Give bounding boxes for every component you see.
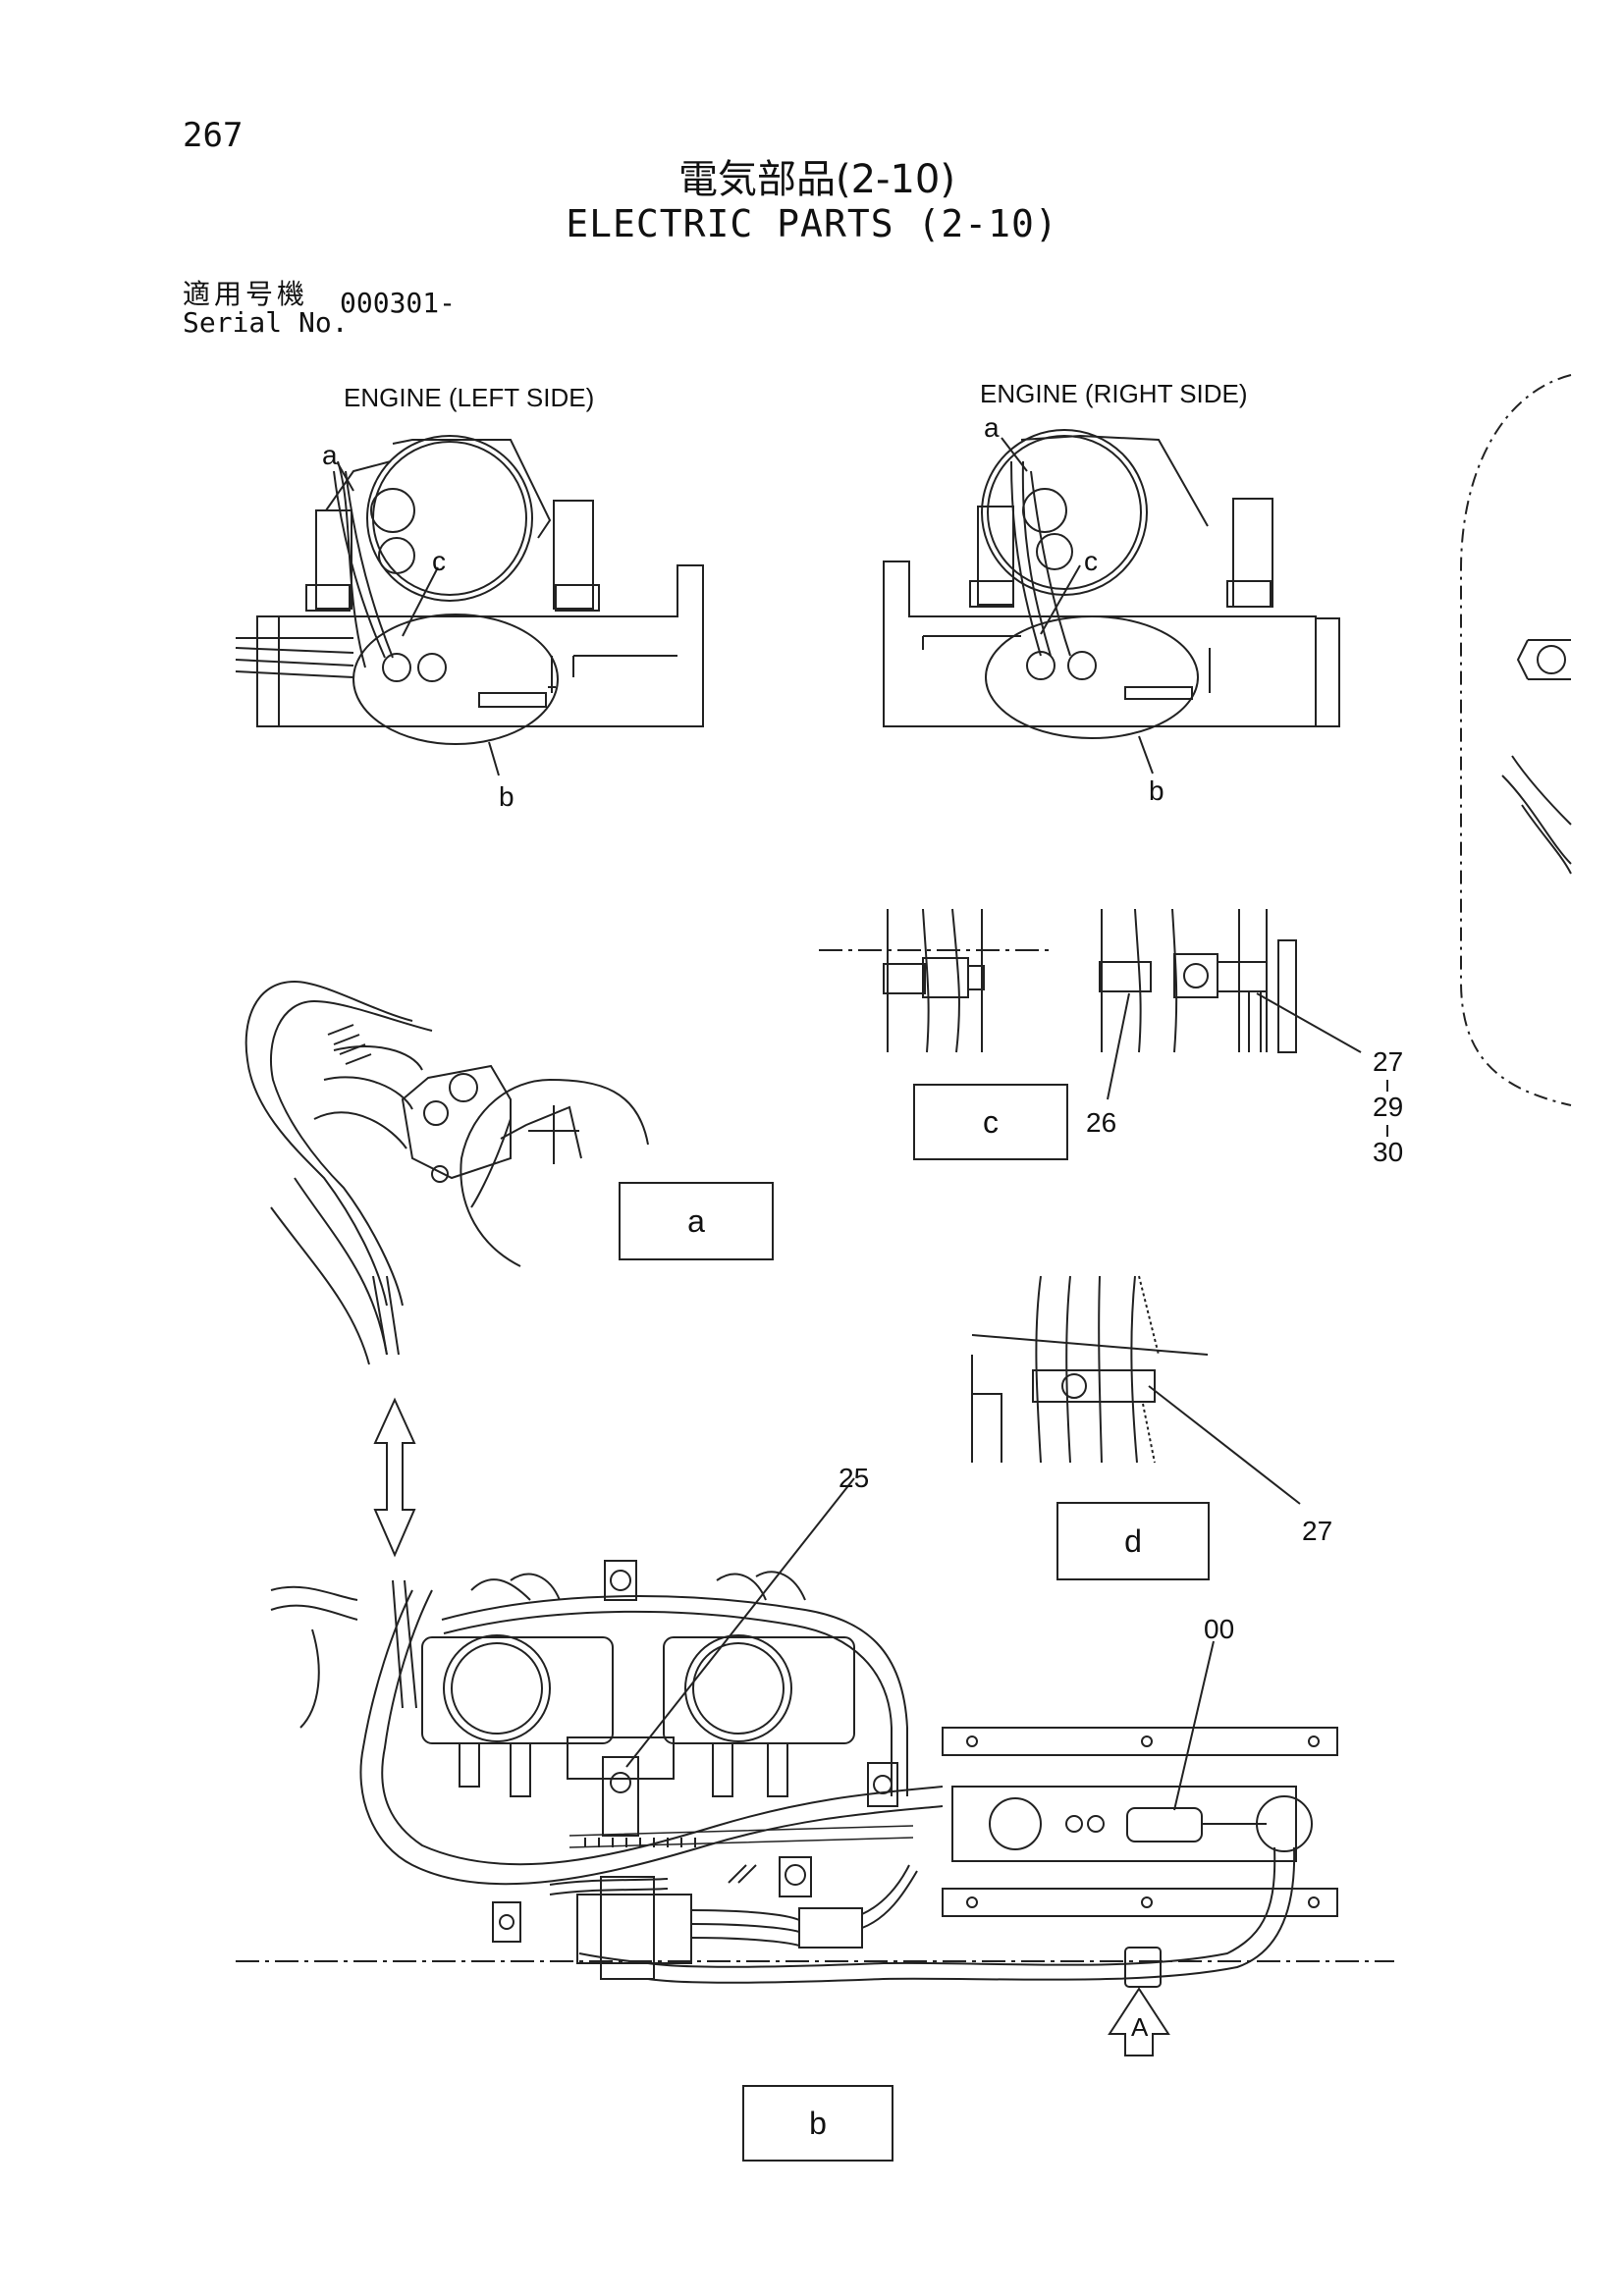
page-title-jp: 電気部品(2-10): [678, 157, 955, 202]
serial-value: 000301-: [340, 287, 457, 319]
callout-left-c: c: [432, 546, 446, 576]
callout-right-b: b: [1149, 775, 1164, 806]
detail-label-c: c: [913, 1084, 1068, 1160]
callout-right-a: a: [984, 412, 1000, 443]
callout-left-b: b: [499, 781, 514, 812]
page-number: 267: [183, 116, 244, 155]
range-dash-2: [1386, 1125, 1388, 1137]
engine-right-side-drawing: [883, 429, 1340, 774]
part-number-29: 29: [1373, 1092, 1404, 1122]
part-number-30: 30: [1373, 1137, 1404, 1167]
view-title-engine-right: ENGINE (RIGHT SIDE): [980, 379, 1248, 408]
view-title-engine-left: ENGINE (LEFT SIDE): [344, 383, 595, 412]
part-number-27-c: 27: [1373, 1046, 1404, 1077]
serial-label-en: Serial No.: [183, 306, 349, 339]
part-number-00: 00: [1204, 1614, 1235, 1644]
callout-left-a: a: [322, 440, 338, 470]
engine-left-side-drawing: [235, 435, 704, 776]
detail-b-drawing: [236, 1477, 1394, 2056]
detail-label-a: a: [619, 1182, 774, 1260]
detail-label-b: b: [742, 2085, 893, 2162]
part-number-26: 26: [1086, 1107, 1117, 1138]
part-number-27-d: 27: [1302, 1516, 1333, 1546]
partial-view-right-edge: [1460, 374, 1572, 1106]
double-arrow: [373, 1397, 416, 1558]
detail-c-drawing: [819, 908, 1362, 1100]
detail-d-drawing: [971, 1275, 1301, 1505]
detail-label-d: d: [1056, 1502, 1210, 1580]
callout-right-c: c: [1084, 546, 1098, 576]
detail-a-drawing: [244, 980, 649, 1365]
serial-label-jp: 適用号機: [183, 278, 309, 310]
range-dash-1: [1386, 1080, 1388, 1092]
view-arrow-a-label: A: [1131, 2012, 1149, 2042]
part-number-25: 25: [839, 1463, 870, 1493]
page-title-en: ELECTRIC PARTS (2-10): [566, 202, 1058, 245]
